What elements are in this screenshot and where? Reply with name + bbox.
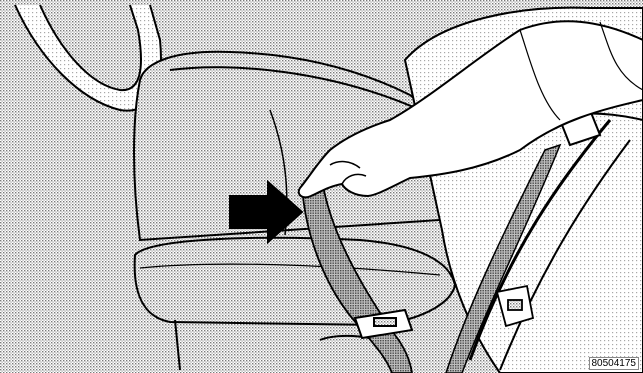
figure-code-label: 80504175 (589, 357, 640, 370)
